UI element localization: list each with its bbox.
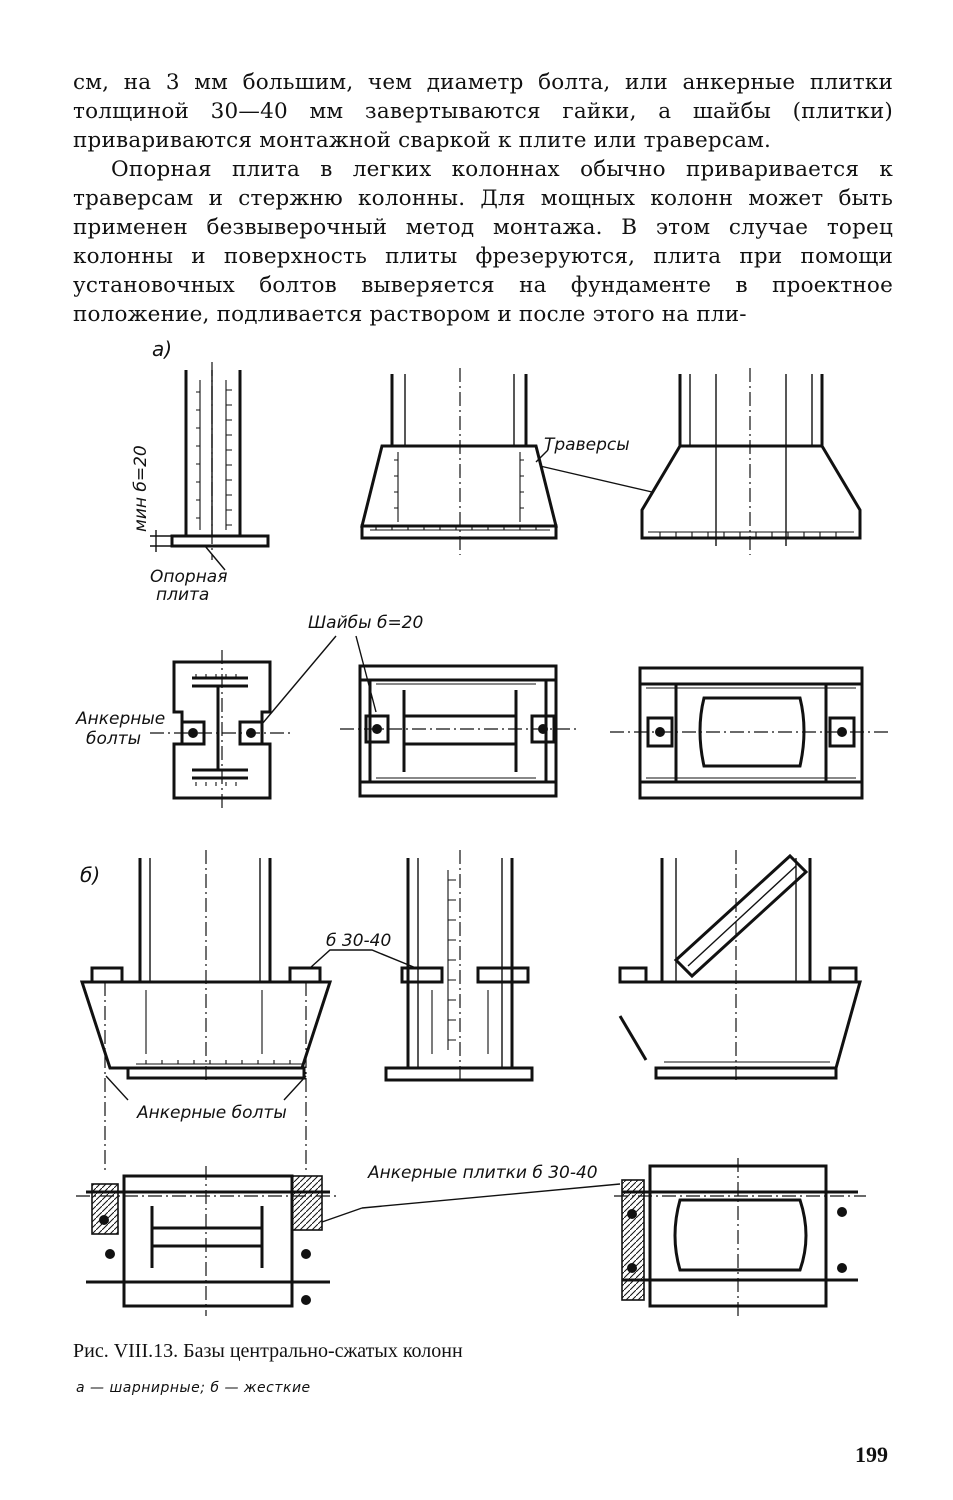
rigid-base-wide-plan: Анкерные плитки б 30-40: [361, 1158, 866, 1316]
rigid-base-narrow-elevation: б 30-40: [309, 850, 534, 1082]
paragraph-base-plate: Опорная плита в легких колоннах обычно п…: [73, 157, 893, 327]
hinged-base-wide-elevation: [539, 368, 862, 555]
hinged-base-traverses-plan: [340, 664, 580, 798]
figure-caption: Рис. VIII.13. Базы центрально-сжатых кол…: [73, 1340, 463, 1362]
rigid-base-lattice-elevation: [618, 850, 862, 1080]
anchor-plates-label: Анкерные плитки б 30-40: [367, 1163, 598, 1183]
base-plate-label-2: плита: [156, 585, 209, 605]
anchor-bolts-a-label-2: болты: [86, 729, 141, 749]
traverses-label: Траверсы: [544, 435, 630, 455]
label-a: а): [152, 337, 172, 361]
body-text: см, на 3 мм большим, чем диаметр болта, …: [73, 68, 893, 329]
hinged-base-wide-plan: [610, 666, 890, 800]
label-b: б): [80, 863, 100, 887]
page-number: 199: [855, 1442, 888, 1467]
hinged-base-plain-elevation: мин б=20 Опорная плита: [131, 362, 270, 605]
rigid-base-wide-elevation: Анкерные болты: [79, 850, 333, 1170]
hinged-base-plain-plan: Анкерные болты Шайбы б=20: [75, 613, 423, 810]
hinged-base-traverses-elevation: Траверсы: [360, 368, 630, 555]
washers-label: Шайбы б=20: [308, 613, 423, 633]
anchor-bolts-a-label-1: Анкерные: [75, 709, 165, 729]
anchor-bolts-b-label: Анкерные болты: [136, 1103, 287, 1123]
min-thickness-label: мин б=20: [131, 445, 151, 532]
paragraph-continued: см, на 3 мм большим, чем диаметр болта, …: [73, 70, 893, 153]
plate-thickness-label: б 30-40: [326, 931, 391, 951]
rigid-base-narrow-plan: [76, 1166, 363, 1316]
figure-caption-subtitle: а — шарнирные; б — жесткие: [76, 1380, 311, 1396]
base-plate-label-1: Опорная: [150, 567, 227, 587]
